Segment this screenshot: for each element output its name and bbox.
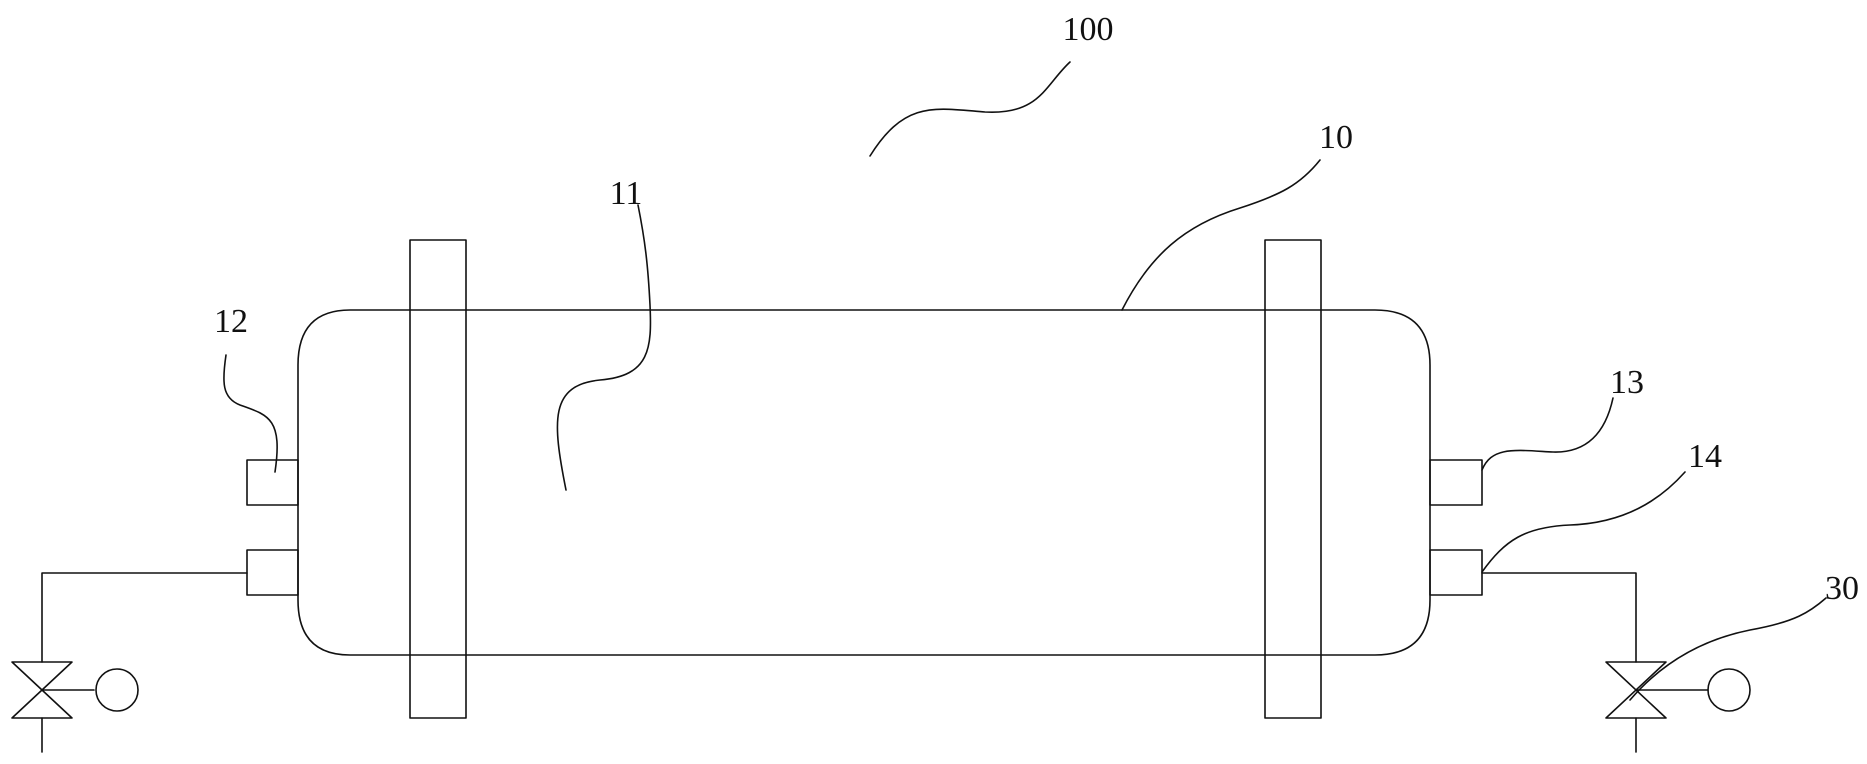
label-100: 100 <box>1063 11 1114 48</box>
label-11: 11 <box>610 175 643 212</box>
leader-30 <box>1629 597 1827 701</box>
leader-14 <box>1481 471 1686 573</box>
label-10: 10 <box>1319 119 1353 156</box>
leader-12 <box>223 354 278 473</box>
label-13: 13 <box>1610 364 1644 401</box>
tank-body <box>297 309 1431 656</box>
left-support-plate <box>409 239 467 719</box>
left-upper-port <box>246 459 299 506</box>
leader-13 <box>1481 397 1614 471</box>
right-pipe <box>1481 572 1637 663</box>
leader-10 <box>1121 159 1321 311</box>
right-valve <box>1605 661 1751 753</box>
leader-11 <box>556 204 652 491</box>
right-support-plate <box>1264 239 1322 719</box>
right-upper-port <box>1429 459 1483 506</box>
label-14: 14 <box>1688 438 1722 475</box>
left-lower-port <box>246 549 299 596</box>
label-12: 12 <box>214 303 248 340</box>
leader-100 <box>869 61 1071 157</box>
left-valve <box>11 661 139 753</box>
label-30: 30 <box>1825 570 1859 607</box>
left-pipe <box>41 572 248 663</box>
right-lower-port <box>1429 549 1483 596</box>
